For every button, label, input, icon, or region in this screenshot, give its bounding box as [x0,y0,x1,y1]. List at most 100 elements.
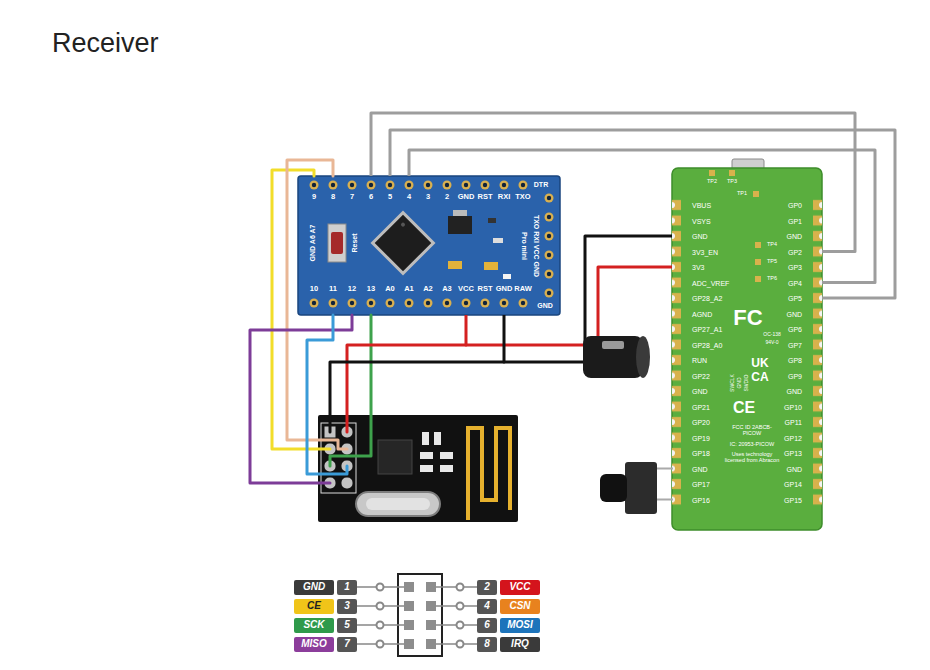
pico-w-board: VBUSVSYSGND3V3_EN3V3ADC_VREFGP28_A2AGNDG… [672,168,822,530]
nrf24l01-module [378,440,412,474]
pinout-key-art [357,574,477,656]
pro-mini-board-art [545,194,554,203]
pro-mini-board-art [545,232,554,241]
board-label: 13 [367,285,375,293]
board-label: 9 [312,193,316,201]
board-label: RXI [498,193,511,201]
jumper-wire [250,315,352,483]
pin-number-box: 6 [477,618,497,633]
board-label: 94V-0 [765,340,778,345]
wire [390,130,895,298]
board-label: 11 [329,285,337,293]
board-label: 10 [310,285,318,293]
push-button [625,462,657,514]
board-label: GP0 [788,202,802,209]
board-label: GP27_A1 [692,326,722,333]
board-label: OC-138 [763,332,781,337]
pinout-key-art [426,620,436,630]
board-label: GP18 [692,450,710,457]
board-label: 3V3 [692,264,704,271]
pin-number-box: 3 [337,599,357,614]
pin-number-box: 4 [477,599,497,614]
board-label: A3 [442,285,452,293]
pinout-key-art [426,582,436,592]
pin-name-tag: GND [294,580,334,595]
pro-mini-board-art [348,181,357,190]
pro-mini-board-art [370,210,435,275]
push-button [657,469,673,500]
nrf24l01-module [434,432,441,445]
pin-number: 6 [484,620,490,630]
board-label: GP10 [784,403,802,410]
pro-mini-board-art [545,251,554,260]
pin-name: VCC [509,582,530,592]
board-label: GND [692,465,708,472]
pro-mini-board-art [448,216,472,234]
pinout-key-art [377,603,384,610]
board-label: AGND [692,310,712,317]
board-label: GP9 [788,372,802,379]
pro-mini-board-art [405,181,414,190]
pin-name-tag: IRQ [500,637,540,652]
board-label: GND [737,377,742,388]
board-label: TP3 [727,179,737,185]
board-label: 4 [407,193,411,201]
pro-mini-board-art [453,210,467,216]
pro-mini-board-art [375,215,432,272]
board-label: GP7 [788,341,802,348]
jumper-wire [330,362,504,432]
board-label: VSYS [692,217,711,224]
pro-mini-board-art [370,210,435,275]
pro-mini-board-art [443,299,452,308]
capacitor-symbol [636,336,650,378]
board-label: GP1 [788,217,802,224]
pro-mini-board-art [386,299,395,308]
pro-mini-board-art [484,262,498,270]
board-label: GND A6 A7 [309,225,316,262]
board-label: 5 [388,193,392,201]
pin-name: CSN [509,601,530,611]
board-label: GP17 [692,481,710,488]
pro-mini-board-art [500,181,509,190]
pin-name-tag: VCC [500,580,540,595]
pro-mini-board-art [329,181,338,190]
pinout-key-art [457,584,464,591]
board-label: GP8 [788,357,802,364]
pro-mini-board-art [348,299,357,308]
pin-number-box: 1 [337,580,357,595]
pro-mini-board-art [545,289,554,298]
pico-board-art [755,276,761,282]
pro-mini-board-art [367,299,376,308]
pin-number: 5 [344,620,350,630]
pro-mini-board-art [331,232,343,254]
board-label: TXO [515,193,530,201]
pico-board-art [672,197,681,507]
pinout-key-art [377,584,384,591]
board-label: GP20 [692,419,710,426]
pro-mini-board-art [310,181,319,190]
board-label: GP11 [785,419,802,426]
pico-board-art [672,168,822,530]
pinout-key-art [404,582,436,649]
board-label: VBUS [692,202,711,209]
jumper-wire [347,345,466,432]
pin-name: GND [303,582,325,592]
board-label: CE [733,400,755,416]
pin-number: 3 [344,601,350,611]
pinout-key-art [377,622,384,629]
board-label: GP2 [788,248,802,255]
board-label: VCC [458,285,474,293]
board-label: GP3 [788,264,802,271]
board-label: GP13 [784,450,802,457]
pin-number-box: 8 [477,637,497,652]
board-label: FCC ID 2ABCB-PICOW [724,424,780,437]
board-label: RST [478,285,493,293]
nrf24l01-module [420,452,433,459]
board-label: Uses technology licensed from Abracon [724,451,780,464]
pinout-key-art [404,620,414,630]
pro-mini-board-art [386,181,395,190]
board-label: 3 [426,193,430,201]
pro-mini-board-art [298,176,560,315]
board-label: A0 [385,285,395,293]
board-label: TP4 [767,242,777,248]
